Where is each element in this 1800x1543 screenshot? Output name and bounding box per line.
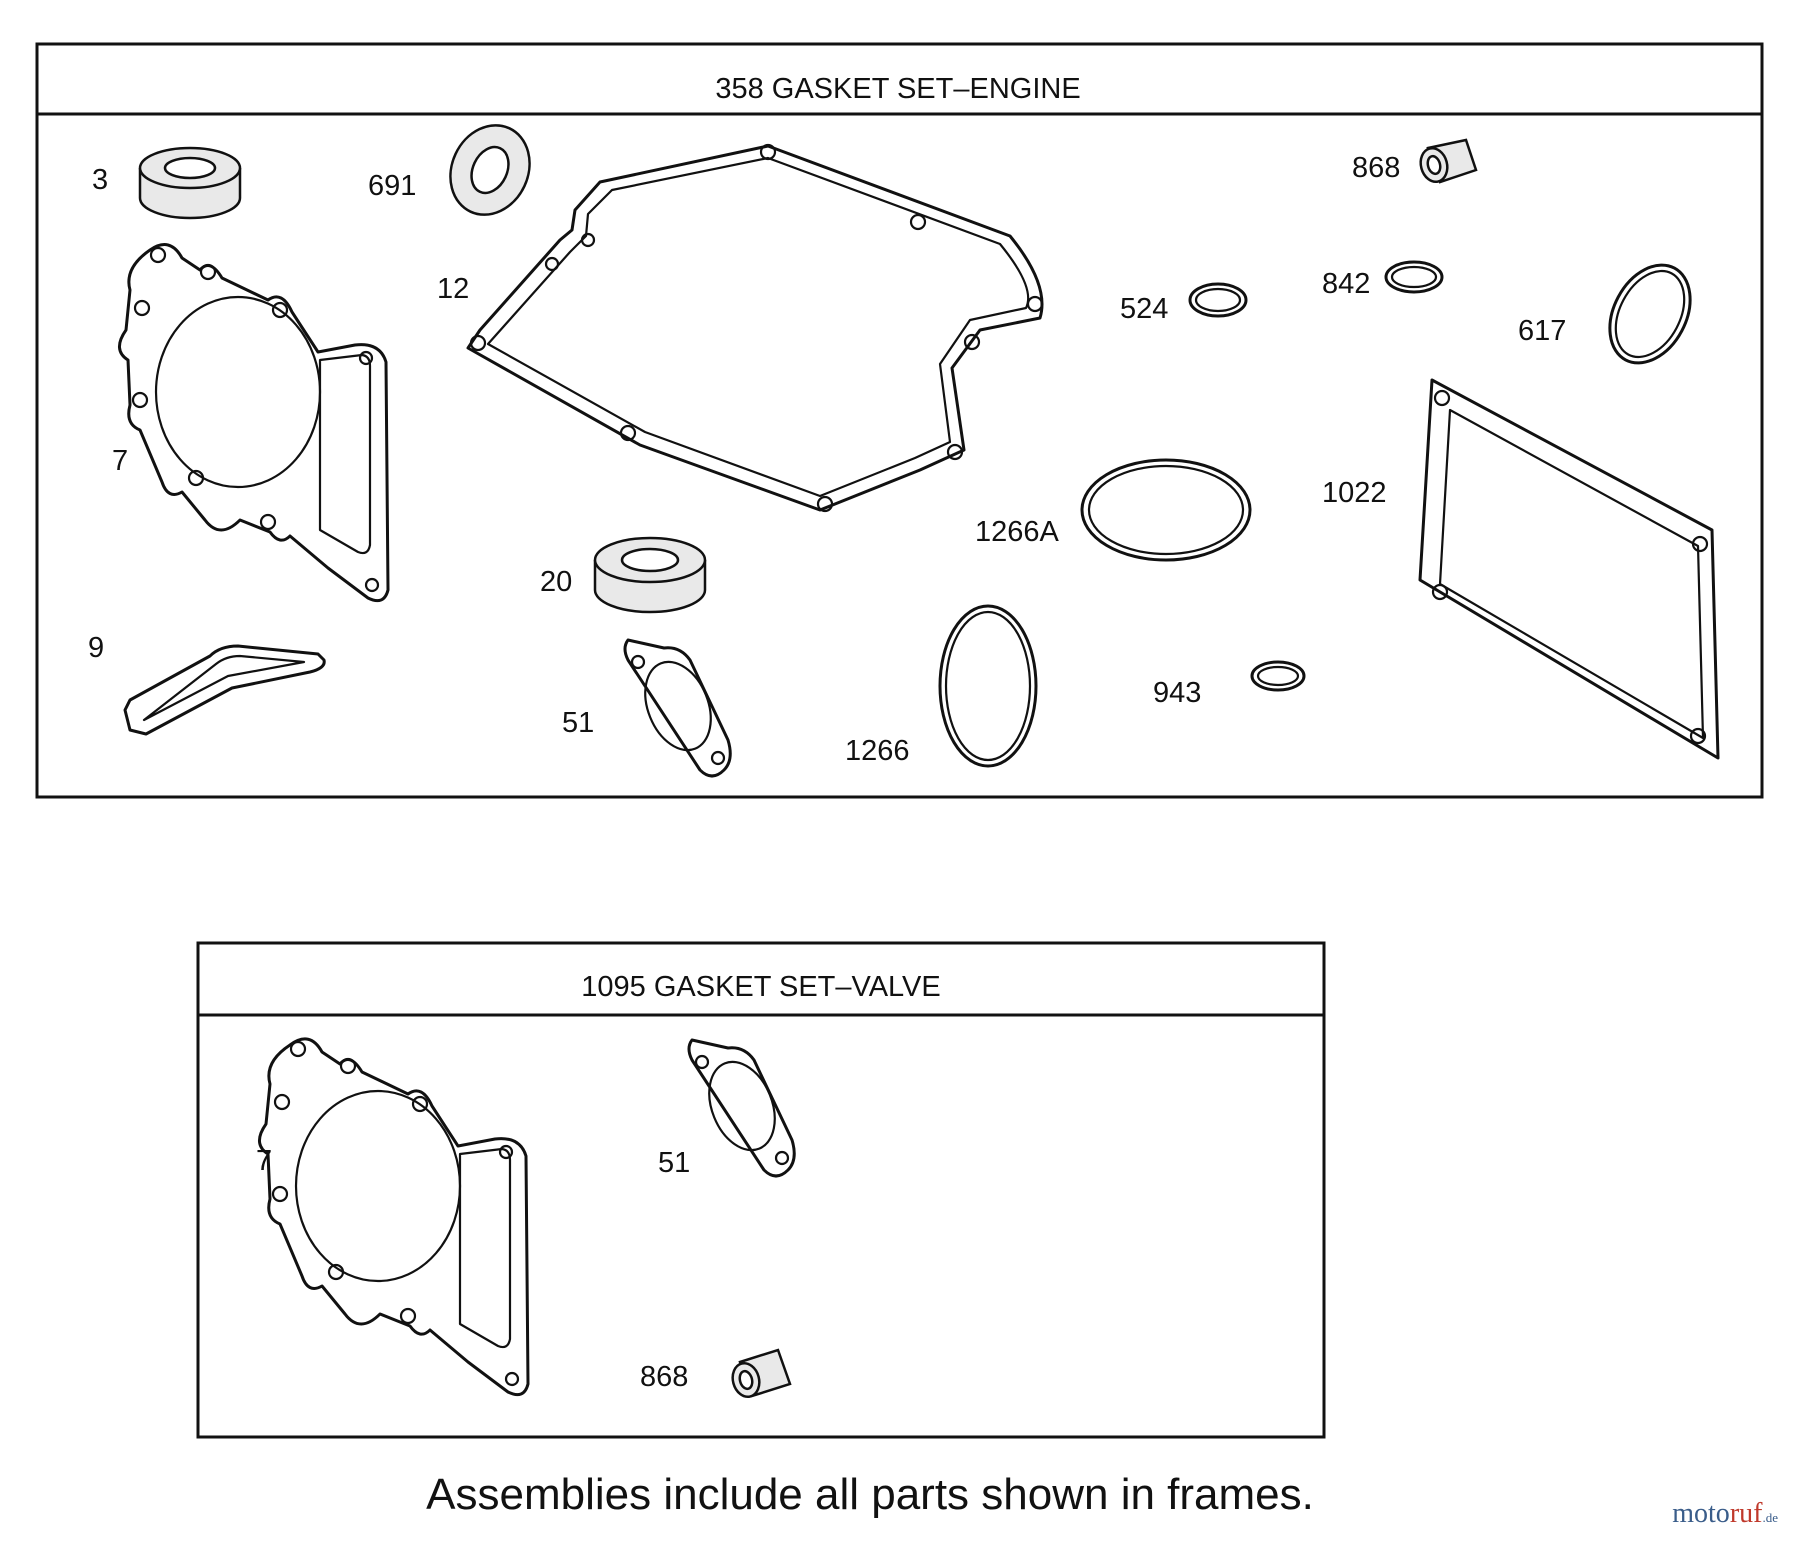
part-20-seal-drawing [593,536,707,614]
valve-part-label-7: 7 [256,1145,272,1177]
part-label-1022: 1022 [1322,477,1387,509]
part-label-943: 943 [1153,677,1201,709]
part-label-868: 868 [1352,152,1400,184]
motoruf-watermark-logo: motoruf.de [1672,1498,1778,1529]
part-1266a-ring-drawing [1080,458,1252,562]
engine-gasket-frame: 358 GASKET SET–ENGINE [35,42,1764,799]
part-label-617: 617 [1518,315,1566,347]
part-842-oring-drawing [1384,260,1444,294]
valve-part-51-exhaust-gasket-drawing [687,1038,796,1178]
part-3-seal-drawing [138,146,242,220]
part-label-524: 524 [1120,293,1168,325]
valve-part-868-valve-seal-drawing [731,1348,792,1399]
part-868-valve-seal-drawing [1419,138,1478,184]
valve-part-label-868: 868 [640,1361,688,1393]
valve-frame-title: 1095 GASKET SET–VALVE [581,971,940,1003]
part-12-crankcase-gasket-drawing [466,143,1044,513]
part-943-oring-drawing [1250,660,1306,692]
part-7-head-gasket-drawing [118,243,390,603]
valve-part-label-51: 51 [658,1147,690,1179]
part-label-842: 842 [1322,268,1370,300]
assemblies-note: Assemblies include all parts shown in fr… [426,1470,1314,1519]
part-label-1266: 1266 [845,735,910,767]
part-9-intake-gasket-drawing [123,644,326,736]
part-label-51: 51 [562,707,594,739]
part-label-1266a: 1266A [975,516,1060,548]
part-label-691: 691 [368,170,416,202]
engine-frame-title: 358 GASKET SET–ENGINE [715,73,1080,105]
part-524-oring-drawing [1188,282,1248,318]
part-label-12: 12 [437,273,469,305]
part-label-20: 20 [540,566,572,598]
part-label-9: 9 [88,632,104,664]
part-691-seal-drawing [449,124,531,216]
part-51-exhaust-gasket-drawing [623,638,732,778]
part-1266-ring-drawing [938,604,1038,768]
part-617-ring-drawing [1608,263,1692,365]
part-label-3: 3 [92,164,108,196]
valve-gasket-frame: 1095 GASKET SET–VALVE [196,941,1326,1439]
part-1022-cover-gasket-drawing [1418,378,1720,760]
part-label-7: 7 [112,445,128,477]
valve-part-7-head-gasket-drawing [258,1037,530,1397]
